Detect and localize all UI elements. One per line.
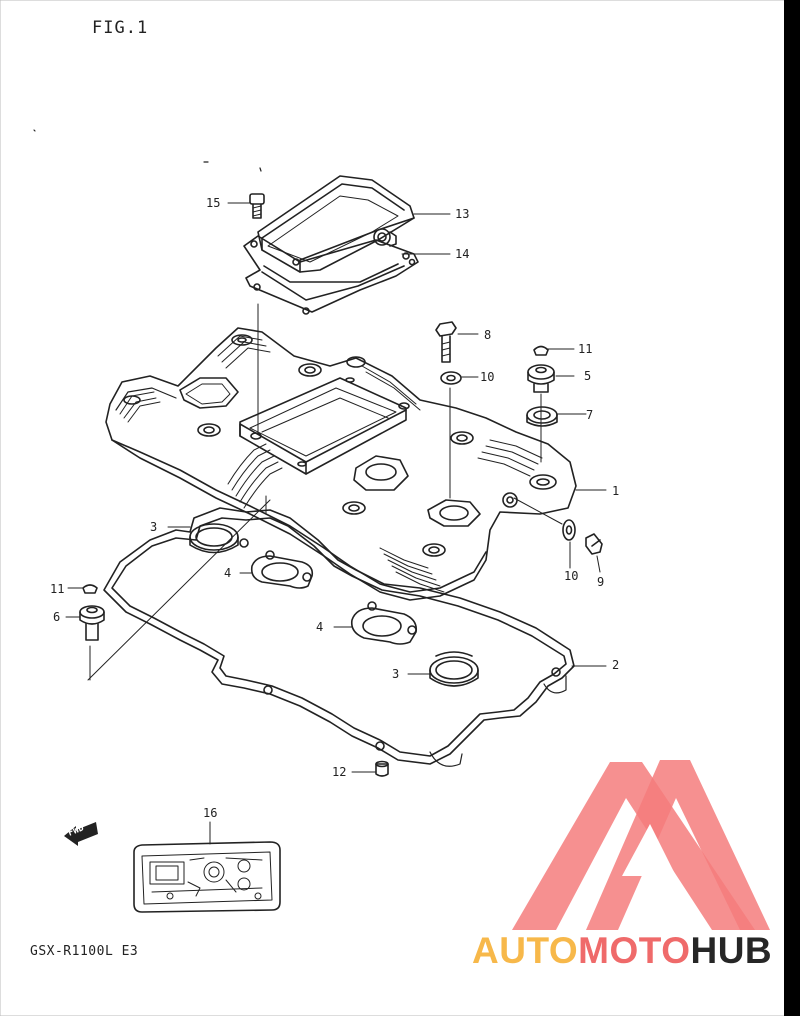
callout-2: 2	[612, 658, 620, 672]
front-arrow-icon	[64, 822, 98, 846]
bolt-9	[585, 533, 603, 555]
gasket-set-16	[133, 841, 281, 913]
cap-11-top	[533, 345, 549, 356]
specks	[33, 129, 262, 172]
callout-10-right: 10	[564, 569, 579, 583]
callout-13: 13	[455, 207, 470, 221]
bolt-15	[249, 193, 265, 219]
callout-3-upper: 3	[150, 520, 158, 534]
plug-gasket-4-upper	[239, 538, 314, 589]
callout-8: 8	[484, 328, 492, 342]
callout-12: 12	[332, 765, 347, 779]
plug-gasket-4-lower	[350, 601, 418, 645]
callout-16: 16	[203, 806, 218, 820]
callout-6: 6	[53, 610, 61, 624]
callout-11-left: 11	[50, 582, 65, 596]
callout-14: 14	[455, 247, 470, 261]
callout-7: 7	[586, 408, 594, 422]
cover-gasket	[103, 507, 575, 767]
watermark-moto: MOTO	[578, 930, 691, 971]
automotohub-logo-icon	[512, 760, 770, 930]
model-code: GSX-R1100L E3	[30, 944, 139, 959]
breather-gasket	[243, 235, 419, 315]
callout-10-top: 10	[480, 370, 495, 384]
watermark-auto: AUTO	[472, 930, 579, 971]
cap-11-left	[82, 584, 98, 594]
washer-10-right	[562, 519, 576, 541]
callout-4-upper: 4	[224, 566, 232, 580]
right-edge-bar	[784, 0, 800, 1016]
figure-title: FIG.1	[92, 18, 149, 38]
seal-7	[526, 406, 558, 427]
callout-15: 15	[206, 196, 221, 210]
watermark-text: AUTOMOTOHUB	[472, 930, 772, 972]
bolt-8	[435, 321, 457, 363]
plug-12	[375, 760, 389, 777]
washer-10-top	[440, 371, 462, 385]
callout-4-lower: 4	[316, 620, 324, 634]
leader-lines	[65, 202, 607, 845]
plug-5	[527, 364, 555, 393]
callout-3-lower: 3	[392, 667, 400, 681]
plug-6	[79, 605, 105, 641]
callout-9: 9	[597, 575, 605, 589]
breather-cover	[257, 175, 415, 273]
callout-5: 5	[584, 369, 592, 383]
watermark-hub: HUB	[690, 930, 773, 971]
plug-seal-3-lower	[429, 651, 479, 687]
callout-1: 1	[612, 484, 620, 498]
cylinder-head-cover	[105, 327, 577, 601]
callout-11-top: 11	[578, 342, 593, 356]
